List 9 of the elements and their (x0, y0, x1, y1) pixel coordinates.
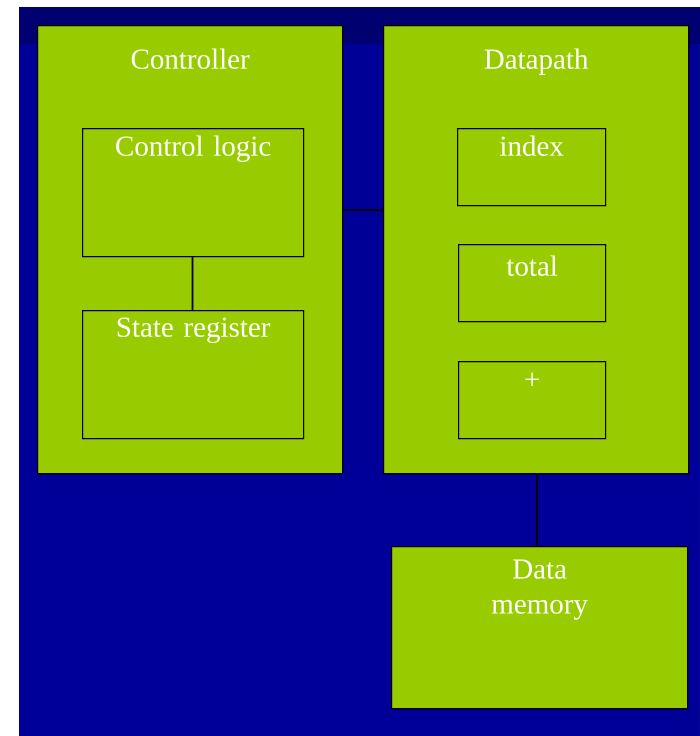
memory-box: Data memory (391, 546, 688, 710)
connector-line (192, 257, 194, 310)
inner-box: + (458, 361, 606, 440)
inner-box: Control logic (82, 128, 304, 258)
inner-box: index (457, 128, 606, 206)
inner-box: State register (82, 310, 304, 440)
inner-box: total (458, 244, 606, 322)
connector-line (536, 474, 538, 546)
connector-line (343, 209, 383, 211)
